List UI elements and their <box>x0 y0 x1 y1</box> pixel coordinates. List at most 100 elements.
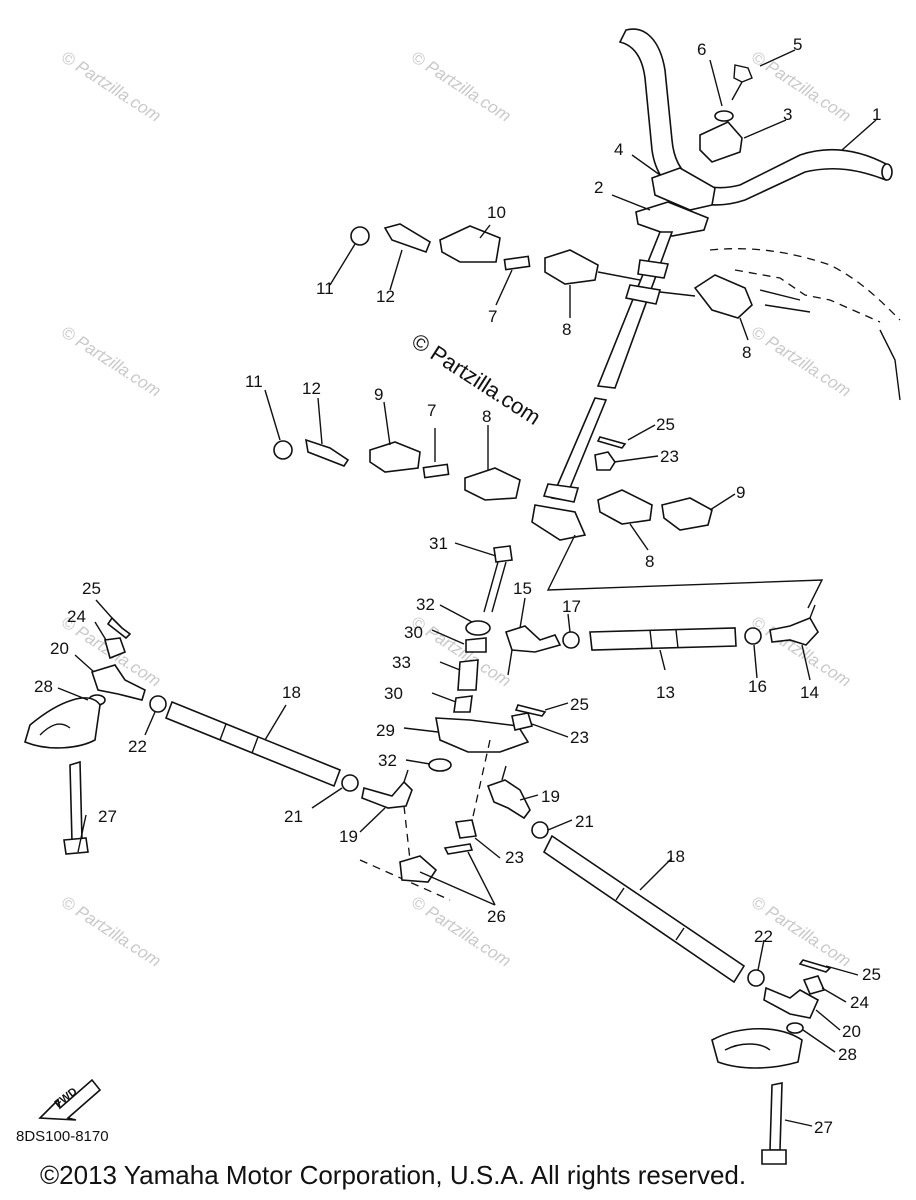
damper <box>369 441 421 473</box>
nut <box>747 969 765 987</box>
drawing-code: 8DS100-8170 <box>16 1128 109 1145</box>
callout-32: 32 <box>416 595 435 614</box>
callout-23c: 23 <box>505 848 524 867</box>
nut <box>511 712 534 731</box>
callout-18b: 18 <box>666 847 685 866</box>
callout-1: 1 <box>872 105 881 124</box>
tie-rod-joint <box>675 629 679 649</box>
frame-outline <box>709 248 901 321</box>
callout-28: 28 <box>34 677 53 696</box>
bolt-head <box>63 837 89 855</box>
frame-outline <box>879 329 901 401</box>
column-guide <box>546 534 824 609</box>
nut <box>802 975 826 995</box>
callout-25d: 25 <box>862 965 881 984</box>
nut <box>149 695 167 713</box>
cotter-pin <box>596 436 627 449</box>
watermark: © Partzilla.com <box>748 322 854 400</box>
leader <box>597 271 641 281</box>
washer <box>465 620 491 636</box>
callout-26: 26 <box>487 907 506 926</box>
nut <box>273 440 293 460</box>
callout-12: 12 <box>376 287 395 306</box>
callout-20b: 20 <box>842 1022 861 1041</box>
nut <box>594 451 616 471</box>
tie-rod-end-stud <box>403 769 409 783</box>
handlebar-end <box>881 163 893 181</box>
tie-rod-end-stud <box>809 604 816 619</box>
callout-13: 13 <box>656 683 675 702</box>
tie-rod-joint <box>675 927 685 941</box>
guide-line <box>359 805 451 901</box>
watermark: © Partzilla.com <box>58 892 164 970</box>
tie-rod-joint <box>219 723 227 741</box>
pitman-arm <box>531 504 587 541</box>
callout-18: 18 <box>282 683 301 702</box>
tie-rod-joint <box>251 736 259 754</box>
callout-2: 2 <box>594 178 603 197</box>
bolt <box>731 64 753 101</box>
handlebar-clamp-upper <box>699 121 743 163</box>
nut <box>103 637 127 660</box>
cotter-pin <box>443 843 474 855</box>
tie-rod-joint <box>615 887 625 901</box>
washer <box>786 1022 804 1034</box>
callout-10: 10 <box>487 203 506 222</box>
column-bushing-right <box>597 489 653 525</box>
callout-8: 8 <box>562 320 571 339</box>
callout-24: 24 <box>67 607 86 626</box>
callout-9: 9 <box>374 385 383 404</box>
bolt-shaft <box>483 561 507 613</box>
callout-17: 17 <box>562 597 581 616</box>
tie-rod-end-stud <box>501 765 507 781</box>
column-collar <box>637 259 670 279</box>
tie-rod-end <box>763 986 820 1019</box>
knuckle-arm <box>24 697 101 749</box>
callout-32b: 32 <box>378 751 397 770</box>
watermark: © Partzilla.com <box>408 47 514 125</box>
copyright-notice: ©2013 Yamaha Motor Corporation, U.S.A. A… <box>40 1160 747 1190</box>
knuckle-arm <box>711 1027 803 1069</box>
nut <box>455 819 477 839</box>
nut <box>531 821 549 839</box>
callout-24b: 24 <box>850 993 869 1012</box>
callout-27: 27 <box>98 807 117 826</box>
callout-16: 16 <box>748 677 767 696</box>
callout-3: 3 <box>783 105 792 124</box>
column-holder <box>635 201 709 237</box>
callout-33: 33 <box>392 653 411 672</box>
steering-column-lower <box>550 397 608 501</box>
watermark: © Partzilla.com <box>748 47 854 125</box>
plate <box>304 438 350 467</box>
callout-30b: 30 <box>384 684 403 703</box>
callout-19b: 19 <box>541 787 560 806</box>
guide-line <box>469 739 491 831</box>
watermark: © Partzilla.com <box>408 892 514 970</box>
callout-31: 31 <box>429 534 448 553</box>
callout-12b: 12 <box>302 379 321 398</box>
bolt <box>769 1082 783 1151</box>
damper <box>661 497 713 531</box>
callout-15: 15 <box>513 579 532 598</box>
callout-labels: 1 2 3 4 5 6 7 8 8 9 9 10 11 11 12 12 7 8… <box>34 35 881 1137</box>
tie-rod-end <box>769 616 819 646</box>
tie-rod <box>542 834 746 984</box>
callout-4: 4 <box>614 140 623 159</box>
callout-11b: 11 <box>245 372 263 391</box>
tie-rod-end <box>504 625 562 653</box>
bolt <box>493 545 513 563</box>
callout-30: 30 <box>404 623 423 642</box>
bolt <box>69 760 83 843</box>
column-collar <box>542 483 580 503</box>
callout-22: 22 <box>128 737 147 756</box>
tie-rod-end <box>90 664 146 701</box>
column-bushing <box>464 467 521 501</box>
pin <box>422 463 450 479</box>
collar <box>457 659 479 691</box>
callout-27b: 27 <box>814 1118 833 1137</box>
column-bushing-right <box>693 274 753 319</box>
cotter-pin <box>514 704 547 717</box>
cotter-pin <box>106 616 132 640</box>
plate <box>383 223 431 254</box>
